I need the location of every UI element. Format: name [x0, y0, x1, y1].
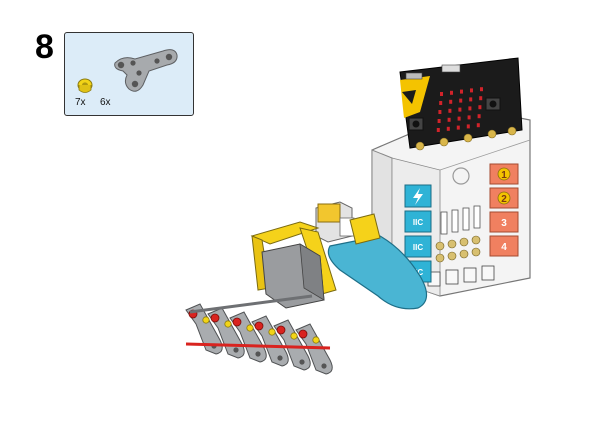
- led-pixel: [477, 114, 481, 119]
- parts-illustration: [77, 49, 178, 93]
- led-pixel: [468, 106, 472, 111]
- iic-label: IIC: [413, 243, 423, 252]
- port-label: 2: [501, 194, 507, 205]
- bushing-quantity: 7x: [75, 97, 86, 108]
- led-pixel: [467, 115, 471, 120]
- parts-callout: 7x 6x: [64, 32, 194, 116]
- beam-quantity: 6x: [100, 97, 111, 108]
- power-tile: [404, 184, 432, 208]
- rake-tine: [229, 311, 267, 363]
- yellow-bushing-icon: [77, 78, 93, 93]
- led-pixel: [440, 92, 443, 96]
- led-pixel: [460, 89, 463, 94]
- axle: [189, 294, 313, 314]
- port-label: 3: [501, 218, 507, 229]
- iic-label: IIC: [413, 218, 423, 227]
- led-pixel: [459, 98, 463, 103]
- led-pixel: [469, 97, 473, 102]
- rake-assembly: [185, 294, 333, 375]
- led-pixel: [436, 128, 440, 132]
- port-buttons: 1 2 3 4: [489, 163, 519, 257]
- led-matrix: [436, 87, 483, 132]
- blue-paddle: [327, 235, 428, 310]
- led-pixel: [446, 126, 450, 131]
- step-number: 8: [35, 28, 54, 66]
- led-pixel: [448, 108, 452, 113]
- port-button-1: 1: [489, 163, 519, 185]
- red-rail: [185, 342, 331, 350]
- led-pixel: [476, 123, 480, 128]
- port-button-4: 4: [489, 235, 519, 257]
- led-pixel: [447, 117, 451, 122]
- gray-triangle-beam-icon: [114, 49, 178, 92]
- lightning-icon: [413, 188, 423, 205]
- gray-servo-block: [261, 243, 325, 309]
- led-pixel: [480, 87, 483, 92]
- port-label: 4: [501, 242, 507, 253]
- rake-tine: [251, 315, 289, 367]
- port-button-2: 2: [489, 187, 519, 209]
- port-button-3: 3: [489, 211, 519, 233]
- port-label: 1: [501, 170, 507, 181]
- led-pixel: [438, 110, 442, 114]
- rake-tine: [273, 319, 311, 371]
- led-pixel: [450, 90, 453, 95]
- iic-tile: IIC: [404, 210, 432, 233]
- led-pixel: [456, 125, 460, 130]
- led-pixel: [437, 119, 441, 123]
- screw-holes: [435, 235, 481, 263]
- bottom-sockets: [427, 265, 495, 287]
- led-pixel: [479, 96, 483, 101]
- led-pixel: [466, 124, 470, 129]
- led-pixel: [457, 116, 461, 121]
- led-pixel: [478, 105, 482, 110]
- led-pixel: [470, 88, 473, 93]
- iic-tile: IIC: [404, 235, 432, 258]
- microbit-board: [399, 57, 523, 151]
- sensor-module: [315, 201, 355, 243]
- buzzer: [452, 167, 470, 185]
- led-pixel: [439, 101, 443, 105]
- led-pixel: [458, 107, 462, 112]
- led-pixel: [449, 99, 453, 104]
- servo-pin-headers: [440, 205, 481, 235]
